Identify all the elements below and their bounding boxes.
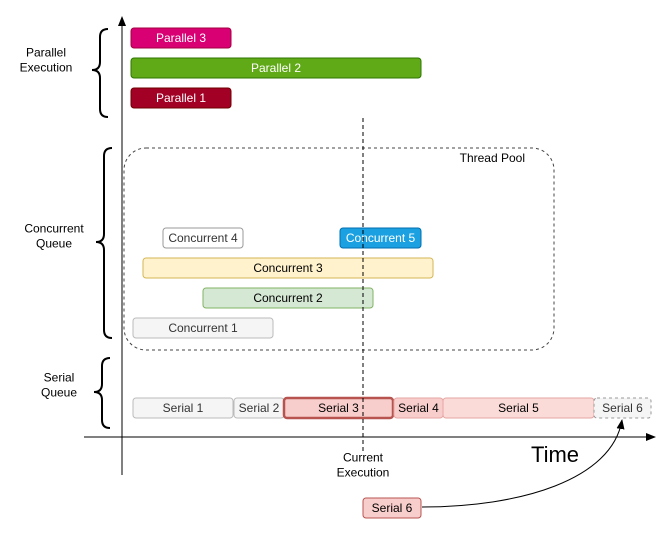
- task-label: Serial 6: [602, 401, 643, 415]
- task-concurrent-2[interactable]: Concurrent 2: [202, 287, 374, 309]
- task-parallel-2[interactable]: Parallel 2: [130, 57, 422, 79]
- task-label: Parallel 1: [156, 91, 206, 105]
- incoming-serial-6[interactable]: Serial 6: [362, 497, 422, 519]
- task-parallel-3[interactable]: Parallel 3: [130, 27, 232, 49]
- task-box: [282, 396, 395, 420]
- task-box: [142, 257, 434, 279]
- task-serial-5[interactable]: Serial 5: [442, 397, 595, 419]
- time-label: Time: [531, 442, 579, 467]
- task-label: Serial 1: [163, 401, 204, 415]
- task-serial-1[interactable]: Serial 1: [132, 397, 234, 419]
- task-serial-3[interactable]: Serial 3: [282, 396, 395, 420]
- task-box: [130, 27, 232, 49]
- task-serial-6[interactable]: Serial 6: [593, 397, 652, 419]
- task-label: Parallel 2: [251, 61, 301, 75]
- task-concurrent-4[interactable]: Concurrent 4: [162, 227, 244, 249]
- task-label: Concurrent 4: [168, 231, 238, 245]
- thread-pool-label: Thread Pool: [460, 151, 525, 165]
- incoming-task-box: [362, 497, 422, 519]
- concurrent-bracket: [95, 147, 113, 339]
- task-box: [202, 287, 374, 309]
- serial-bracket: [93, 357, 111, 429]
- task-box: [339, 227, 422, 249]
- enqueue-arrow: [421, 419, 625, 508]
- parallel-bracket: [91, 28, 109, 118]
- task-label: Concurrent 3: [253, 261, 323, 275]
- task-label: Parallel 3: [156, 31, 206, 45]
- task-label: Serial 5: [498, 401, 539, 415]
- task-label: Serial 4: [398, 401, 439, 415]
- task-box: [162, 227, 244, 249]
- incoming-task-label: Serial 6: [372, 501, 413, 515]
- task-box: [593, 397, 652, 419]
- task-concurrent-5[interactable]: Concurrent 5: [339, 227, 422, 249]
- task-box: [130, 87, 232, 109]
- task-label: Serial 2: [239, 401, 280, 415]
- task-label: Concurrent 1: [168, 321, 238, 335]
- task-parallel-1[interactable]: Parallel 1: [130, 87, 232, 109]
- task-box: [132, 317, 274, 339]
- task-label: Concurrent 2: [253, 291, 323, 305]
- task-label: Serial 3: [318, 401, 359, 415]
- task-box: [130, 57, 422, 79]
- thread-pool-container: [123, 147, 555, 351]
- task-serial-4[interactable]: Serial 4: [393, 397, 444, 419]
- task-concurrent-1[interactable]: Concurrent 1: [132, 317, 274, 339]
- task-label: Concurrent 5: [346, 231, 416, 245]
- task-serial-2[interactable]: Serial 2: [233, 397, 285, 419]
- task-box: [132, 397, 234, 419]
- task-bars: Parallel 3 Parallel 2 Parallel 1 Concurrent…: [130, 27, 652, 420]
- task-concurrent-3[interactable]: Concurrent 3: [142, 257, 434, 279]
